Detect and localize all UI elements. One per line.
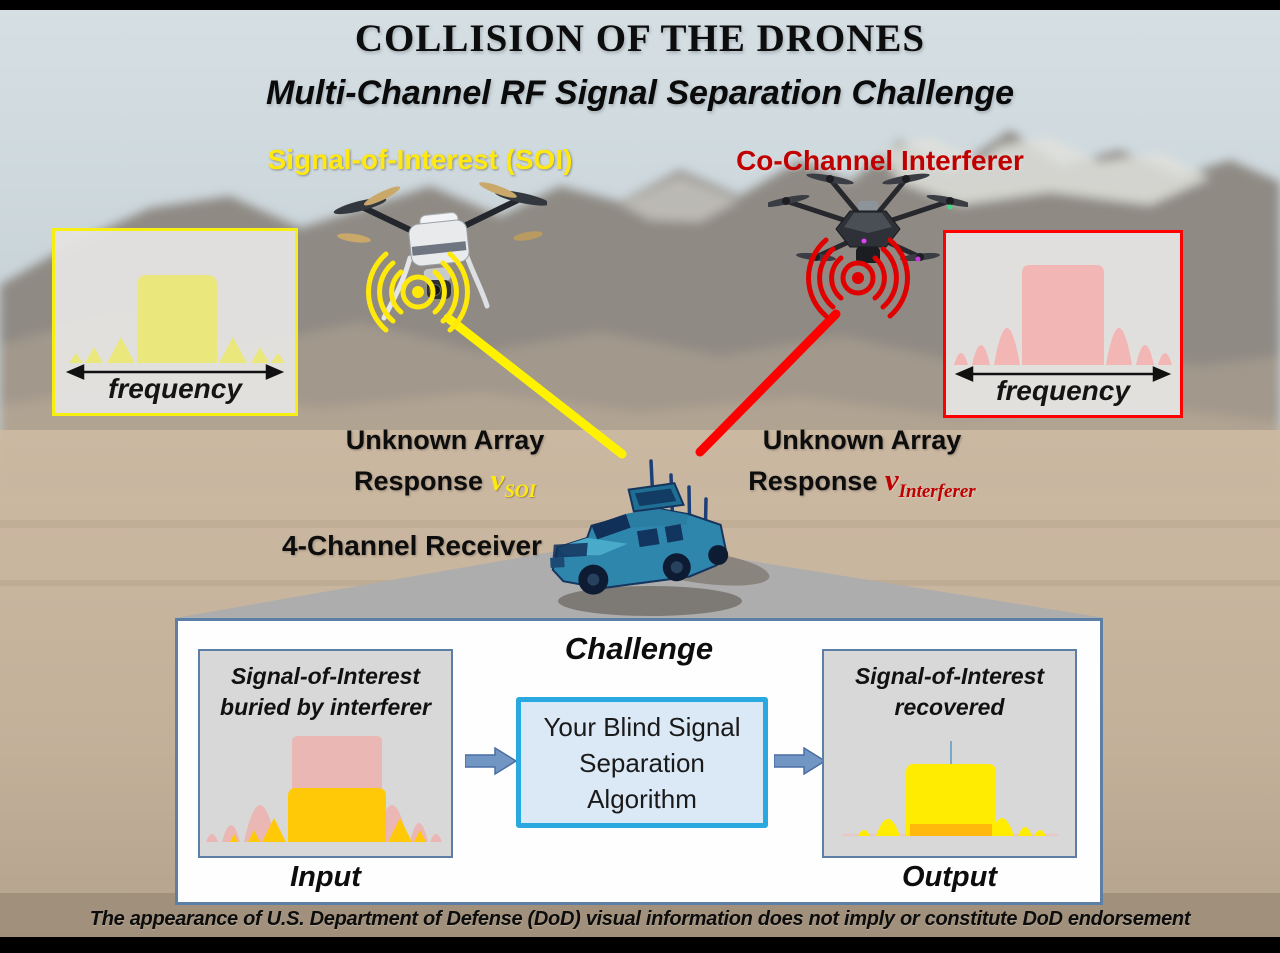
bottom-letterbox-bar <box>0 937 1280 953</box>
output-spectrum-plot <box>842 764 1058 837</box>
interferer-rf-waves-icon <box>806 237 910 319</box>
interferer-drone-image <box>768 173 968 263</box>
soi-frequency-axis-arrow-icon <box>65 364 285 380</box>
soi-drone-label: Signal-of-Interest (SOI) <box>267 144 573 175</box>
soi-frequency-label: frequency <box>108 373 242 404</box>
interferer-beam-line <box>695 309 841 457</box>
top-letterbox-bar <box>0 0 1280 10</box>
algorithm-box: Your Blind Signal Separation Algorithm <box>516 697 768 828</box>
interferer-spectrum-panel: frequency <box>943 230 1183 418</box>
receiver-label: 4-Channel Receiver <box>282 530 542 561</box>
soi-array-response-label: Unknown Array Response vSOI <box>345 425 545 503</box>
input-panel: Signal-of-Interest buried by interferer <box>198 649 453 858</box>
challenge-box: Challenge Signal-of-Interest buried by i… <box>175 618 1103 905</box>
interferer-array-response-label: Unknown Array Response vInterferer <box>748 425 976 503</box>
page-title: COLLISION OF THE DRONES <box>354 17 926 60</box>
soi-spectrum-panel: frequency <box>52 228 298 416</box>
soi-rf-waves-icon <box>366 251 470 333</box>
algorithm-line2: Separation <box>579 747 705 778</box>
soi-beam-line <box>443 313 627 459</box>
output-leader-line <box>950 741 952 773</box>
algorithm-line3: Algorithm <box>587 783 697 814</box>
flow-arrow-icon-left <box>465 747 517 775</box>
soi-steering-vector-symbol: vSOI <box>490 462 536 503</box>
page-subtitle: Multi-Channel RF Signal Separation Chall… <box>265 74 1015 112</box>
input-spectrum-plot <box>206 736 442 842</box>
interferer-frequency-axis-arrow-icon <box>954 366 1172 382</box>
input-caption: Input <box>290 861 361 893</box>
output-title-line1: Signal-of-Interest <box>854 663 1045 689</box>
dod-disclaimer: The appearance of U.S. Department of Def… <box>89 908 1191 930</box>
interferer-spectrum-plot <box>954 265 1172 382</box>
receiver-vehicle-image <box>550 459 742 616</box>
output-panel: Signal-of-Interest recovered <box>822 649 1077 858</box>
soi-drone-image <box>333 182 547 321</box>
interferer-steering-vector-symbol: vInterferer <box>884 462 976 503</box>
challenge-heading: Challenge <box>564 631 714 666</box>
output-caption: Output <box>901 861 997 893</box>
input-title-line1: Signal-of-Interest <box>230 663 421 689</box>
algorithm-line1: Your Blind Signal <box>543 711 741 742</box>
input-title-line2: buried by interferer <box>220 694 431 720</box>
interferer-frequency-label: frequency <box>996 375 1130 406</box>
flow-arrow-icon-right <box>774 747 826 775</box>
soi-spectrum-plot <box>65 275 285 380</box>
output-title-line2: recovered <box>894 694 1005 720</box>
interferer-drone-label: Co-Channel Interferer <box>736 145 1024 176</box>
